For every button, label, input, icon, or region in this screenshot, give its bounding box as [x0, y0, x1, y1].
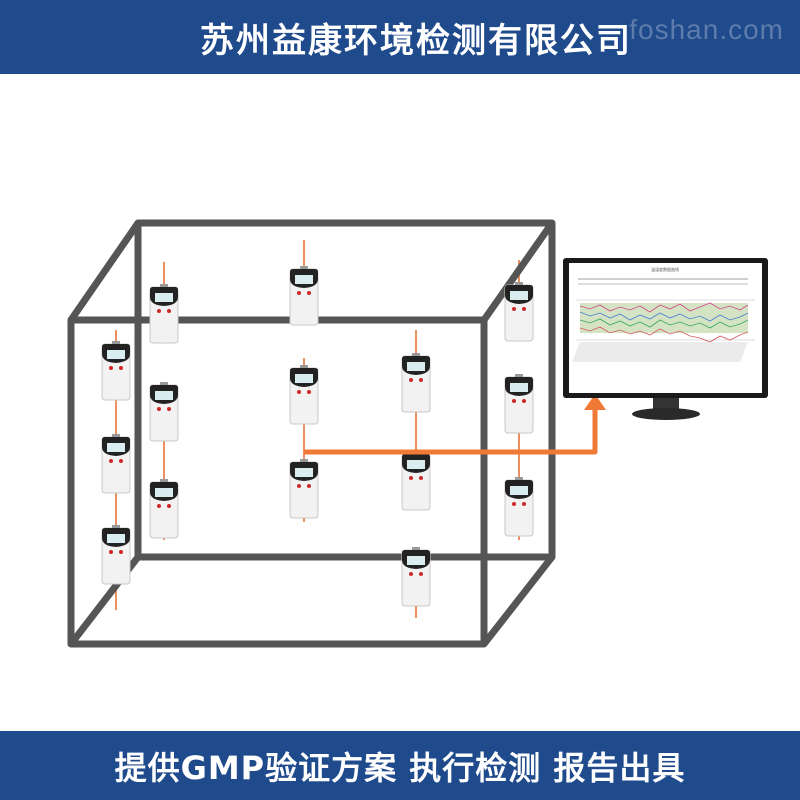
temperature-data-logger-icon [149, 283, 179, 344]
temperature-data-logger-icon [289, 364, 319, 425]
temperature-data-logger-icon [101, 524, 131, 585]
temperature-data-logger-icon [101, 433, 131, 494]
footer-banner: 提供GMP验证方案 执行检测 报告出具 [0, 731, 800, 800]
data-flow-arrow [304, 394, 606, 455]
temperature-data-logger-icon [149, 478, 179, 539]
company-name: 苏州益康环境检测有限公司 [200, 20, 632, 61]
temperature-data-logger-icon [401, 352, 431, 413]
temperature-data-logger-icon [504, 476, 534, 537]
mapping-diagram: 温湿度数据曲线 [67, 219, 768, 648]
temperature-data-logger-icon [289, 265, 319, 326]
temperature-data-logger-icon [289, 458, 319, 519]
watermark: foshan.com [629, 14, 784, 45]
temperature-data-logger-icon [101, 340, 131, 401]
monitor-screen-title: 温湿度数据曲线 [651, 266, 679, 272]
temperature-data-logger-icon [401, 450, 431, 511]
temperature-data-logger-icon [504, 281, 534, 342]
temperature-data-logger-icon [504, 373, 534, 434]
computer-monitor-icon: 温湿度数据曲线 [563, 258, 768, 420]
header-banner: 苏州益康环境检测有限公司 foshan.com [0, 0, 800, 74]
temperature-data-logger-icon [401, 546, 431, 607]
room-frame [67, 219, 556, 648]
service-slogan: 提供GMP验证方案 执行检测 报告出具 [114, 748, 686, 787]
temperature-data-logger-icon [149, 381, 179, 442]
